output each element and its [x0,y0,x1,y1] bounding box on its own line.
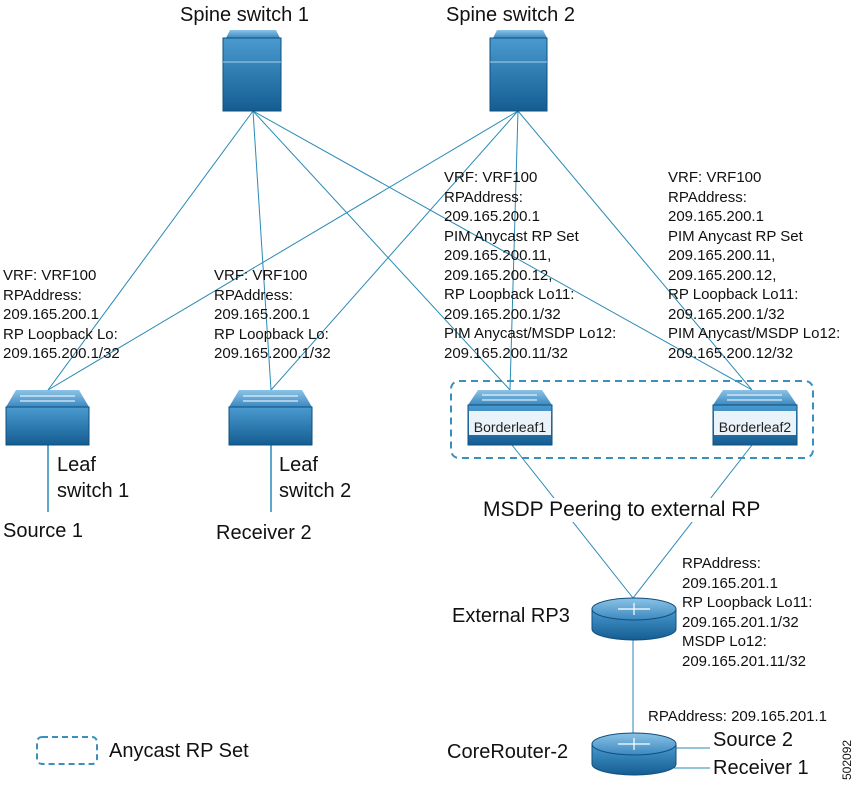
info-line: 209.165.201.11/32 [682,652,807,670]
core-router-2-label: CoreRouter-2 [447,741,569,763]
borderleaf-2[interactable]: Borderleaf2 [713,389,797,445]
label-line: Leaf [57,454,96,476]
spine-switch-1-icon[interactable] [222,30,282,112]
legend-label: Anycast RP Set [109,740,249,762]
link-spine2-leaf2 [270,110,519,391]
spine-switch-2-icon[interactable] [489,30,548,112]
borderleaf-1-label: Borderleaf1 [473,419,547,435]
info-line: 209.165.201.1 [682,574,778,592]
external-rp3-info: RPAddress: 209.165.201.1 RP Loopback Lo1… [682,554,812,671]
borderleaf-1[interactable]: Borderleaf1 [468,389,552,445]
info-line: VRF: VRF100 [668,169,762,186]
borderleaf-1-info: VRF: VRF100 RPAddress: 209.165.200.1 PIM… [444,168,616,363]
leaf-switch-2-icon[interactable] [228,390,313,446]
info-line: RP Loopback Lo: [214,325,329,343]
info-line: 209.165.200.1 [668,208,764,225]
label-line: Leaf [279,454,318,476]
label-line: switch 2 [279,480,352,502]
spine-switch-1-label: Spine switch 1 [180,4,309,26]
link-spine1-leaf1 [47,110,254,391]
info-line: VRF: VRF100 [444,169,538,186]
info-line: RPAddress: [668,188,747,206]
info-line: 209.165.200.1/32 [3,345,120,362]
info-line: 209.165.200.11, [668,247,776,264]
leaf-1-info: VRF: VRF100 RPAddress: 209.165.200.1 RP … [3,266,120,364]
spine-switch-2-label: Spine switch 2 [446,4,575,26]
link-spine1-borderleaf2 [252,110,753,391]
source-1-label: Source 1 [3,520,84,542]
info-line: 209.165.201.1/32 [682,613,799,631]
info-line: 209.165.200.1 [214,306,310,323]
info-line: RP Loopback Lo: [3,325,118,343]
receiver-2-label: Receiver 2 [216,522,312,544]
info-line: PIM Anycast/MSDP Lo12: [444,325,617,342]
info-line: 209.165.200.11/32 [444,344,569,362]
info-line: VRF: VRF100 [3,267,97,284]
info-line: RP Loopback Lo11: [668,286,799,303]
leaf-switch-1-label: Leaf switch 1 [57,452,129,504]
leaf-switch-2-label: Leaf switch 2 [279,452,351,504]
core-router-2-icon[interactable] [591,732,677,776]
label-line: switch 1 [57,480,130,502]
figure-id: 502092 [840,739,854,780]
source-2-label: Source 2 [713,729,794,751]
info-line: 209.165.200.1 [444,208,540,225]
info-line: 209.165.200.12, [668,266,777,284]
info-line: 209.165.200.1/32 [444,305,561,323]
link-spine1-leaf2 [252,110,272,391]
msdp-peering-label: MSDP Peering to external RP [483,498,761,522]
borderleaf-2-info: VRF: VRF100 RPAddress: 209.165.200.1 PIM… [668,168,840,363]
borderleaf-2-icon[interactable] [712,390,798,446]
info-line: RPAddress: [682,555,761,572]
info-line: PIM Anycast/MSDP Lo12: [668,325,841,342]
leaf-switch-1-icon[interactable] [5,390,90,446]
info-line: 209.165.200.1/32 [668,305,785,323]
info-line: 209.165.200.12, [444,266,553,284]
link-spine2-borderleaf1 [509,110,519,391]
info-line: 209.165.200.12/32 [668,344,794,362]
info-line: PIM Anycast RP Set [444,227,579,245]
info-line: MSDP Lo12: [682,633,767,650]
core-router-2-info: RPAddress: 209.165.201.1 [648,708,828,725]
borderleaf-1-icon[interactable] [467,390,553,446]
info-line: RP Loopback Lo11: [682,594,813,611]
external-rp3-router-icon[interactable] [591,597,677,641]
info-line: RPAddress: [214,286,293,304]
receiver-1-label: Receiver 1 [713,757,809,779]
info-line: RPAddress: [3,286,82,304]
info-line: VRF: VRF100 [214,267,308,284]
link-spine1-borderleaf1 [252,110,511,391]
info-line: RP Loopback Lo11: [444,286,575,303]
info-line: RPAddress: [444,188,523,206]
anycast-rp-set-box [450,380,814,459]
info-line: 209.165.200.11, [444,247,552,264]
info-line: PIM Anycast RP Set [668,227,803,245]
borderleaf-2-label: Borderleaf2 [718,419,792,435]
external-rp3-label: External RP3 [452,605,570,627]
info-line: 209.165.200.1/32 [214,345,331,362]
link-spine2-borderleaf2 [517,110,753,391]
leaf-2-info: VRF: VRF100 RPAddress: 209.165.200.1 RP … [214,266,331,364]
legend-dashed-box [36,736,98,765]
link-spine2-leaf1 [47,110,519,391]
info-line: 209.165.200.1 [3,306,99,323]
